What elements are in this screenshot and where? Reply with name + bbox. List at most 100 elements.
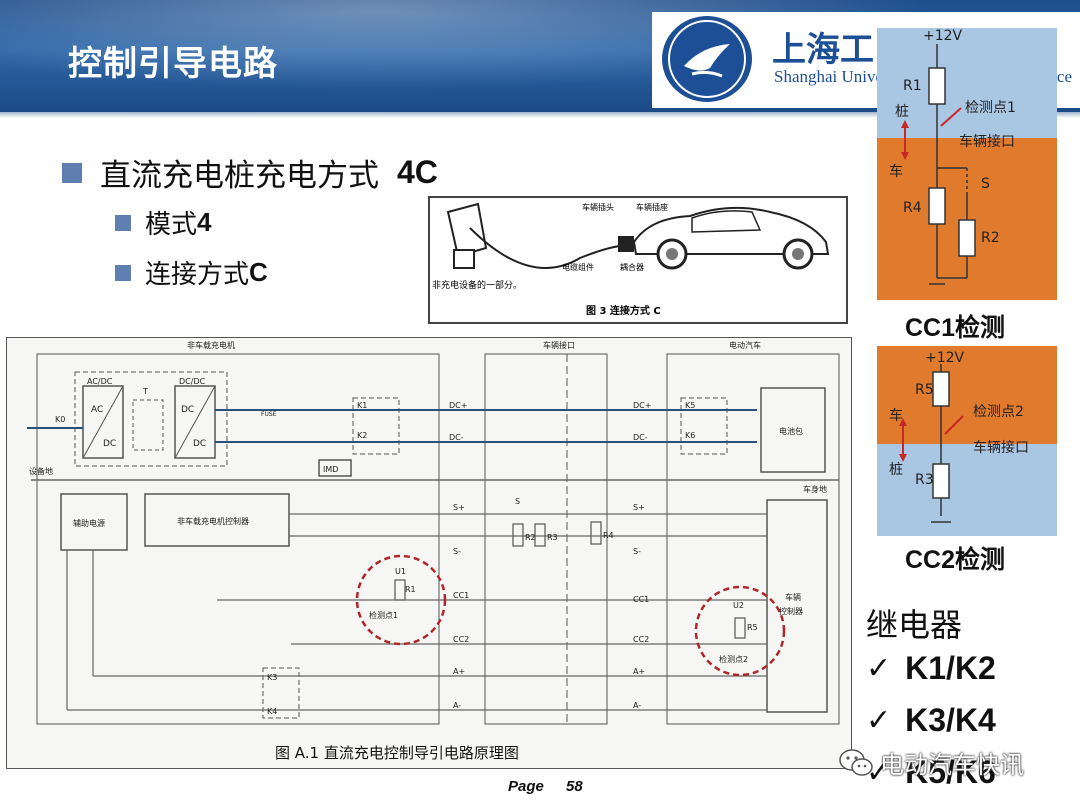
cc1-r4-shape — [928, 187, 946, 225]
label-transformer: T — [142, 387, 148, 396]
relay-item-k3k4: ✓ K3/K4 — [866, 702, 996, 739]
label-charger-section: 非车载充电机 — [187, 340, 235, 350]
label-cc2-left: CC2 — [453, 635, 469, 644]
label-k6: K6 — [685, 431, 695, 440]
label-acdc-dc: DC — [103, 439, 116, 449]
r5-shape — [734, 617, 746, 639]
bullet-sub-connection: 连接方式 C — [115, 254, 268, 291]
watermark: 电动汽车快讯 — [838, 745, 1024, 780]
university-emblem — [662, 16, 752, 102]
cable-shape — [469, 227, 621, 269]
charger-plug-shape — [446, 202, 488, 258]
bullet-main-code: 4C — [397, 154, 438, 190]
cc1-pile-region — [877, 28, 1057, 138]
cc1-detect-arrow — [940, 107, 962, 127]
connection-c-drawing: 车辆插头 车辆插座 电缆组件 耦合器 非充电设备的一部分。 图 3 连接方式 C — [432, 202, 830, 317]
transformer-box — [132, 399, 164, 451]
cc1-s: S — [981, 176, 990, 192]
label-s-plus-right: S+ — [633, 503, 645, 512]
cc1-r2-shape — [958, 219, 976, 257]
imd-box — [318, 459, 352, 477]
relay-item-label: K3/K4 — [905, 702, 996, 738]
label-s-plus-left: S+ — [453, 503, 465, 512]
label-aux-power: 辅助电源 — [73, 518, 105, 528]
label-k4: K4 — [267, 707, 277, 716]
cc2-detection-diagram: +12V R5 R3 车 桩 检测点2 车辆接口 — [877, 346, 1057, 536]
cc1-r2: R2 — [981, 230, 1000, 246]
label-r2: R2 — [525, 533, 536, 542]
cc2-voltage: +12V — [925, 350, 965, 366]
cc2-car: 车 — [889, 407, 903, 424]
cc1-detection-diagram: +12V R1 R4 R2 S 桩 车 检测点1 车辆接口 — [877, 28, 1057, 300]
label-detect1: 检测点1 — [369, 610, 398, 620]
page-number-value: 58 — [566, 778, 583, 795]
logo-english-tail: ce — [1056, 67, 1072, 86]
cc1-r1-shape — [928, 67, 946, 105]
aux-power-box — [60, 493, 128, 551]
relay-heading: 继电器 — [866, 606, 963, 644]
crane-emblem-icon — [668, 20, 746, 98]
dcdc-diagonal — [174, 385, 216, 459]
cc1-interface: 车辆接口 — [959, 133, 1015, 150]
cc2-r3: R3 — [915, 472, 934, 488]
acdc-box — [82, 385, 124, 459]
charger-section-box — [36, 353, 440, 725]
label-a-plus-right: A+ — [633, 667, 645, 676]
label-a-minus-right: A- — [633, 701, 641, 710]
bullet-main: 直流充电桩充电方式 4C — [62, 150, 438, 195]
label-charger-controller: 非车载充电机控制器 — [177, 516, 249, 526]
r3-shape — [534, 523, 546, 547]
k5k6-dashed — [680, 397, 728, 455]
cc2-r3-shape — [932, 463, 950, 499]
bullet-sub1-code: 4 — [197, 207, 212, 237]
label-imd: IMD — [323, 465, 338, 474]
label-dc-minus-right: DC- — [633, 433, 648, 442]
figure-caption: 图 3 连接方式 C — [586, 304, 661, 317]
cc1-caption: CC1检测 — [905, 314, 1006, 342]
label-cable: 电缆组件 — [562, 262, 594, 272]
cc2-vehicle-region — [877, 346, 1057, 444]
cc1-detect: 检测点1 — [965, 100, 1016, 116]
check-icon: ✓ — [866, 651, 892, 686]
bullet-square-icon — [115, 264, 131, 281]
cc2-pile: 桩 — [889, 461, 903, 478]
coupler-shape — [618, 236, 634, 252]
schematic-drawing: 非车载充电机 车辆接口 电动汽车 AC/DC AC DC T DC/DC DC … — [27, 340, 840, 762]
label-r3: R3 — [547, 533, 558, 542]
label-vehicle-section: 电动汽车 — [729, 340, 761, 350]
cc1-r4: R4 — [903, 200, 922, 216]
cc1-voltage: +12V — [923, 28, 963, 44]
page-number: Page 58 — [508, 778, 583, 795]
label-k3: K3 — [267, 673, 277, 682]
cc2-detect-arrow — [944, 415, 964, 435]
bullet-sub2-text: 连接方式 — [145, 260, 250, 290]
front-hub-shape — [666, 248, 678, 260]
label-s-switch: S — [515, 497, 520, 506]
label-vehicle-controller-2: 控制器 — [779, 606, 803, 616]
label-a-minus-left: A- — [453, 701, 461, 710]
label-vehicle-controller-1: 车辆 — [785, 592, 801, 602]
relay-item-k1k2: ✓ K1/K2 — [866, 650, 996, 687]
label-cc2-right: CC2 — [633, 635, 649, 644]
bullet-sub2-code: C — [249, 257, 268, 287]
power-module-dashed — [74, 371, 228, 467]
battery-box — [760, 387, 826, 473]
logo-chinese-name: 上海工 — [772, 30, 874, 70]
label-dc-minus-left: DC- — [449, 433, 464, 442]
relay-item-k5k6: ✓ K5/K6 — [866, 754, 996, 791]
header-rule — [0, 112, 1080, 118]
label-dcdc-dc2: DC — [193, 439, 206, 449]
bullet-square-icon — [62, 162, 82, 183]
page-label: Page — [508, 778, 544, 795]
label-u2: U2 — [733, 601, 744, 610]
k3k4-dashed — [262, 667, 300, 719]
r1-shape — [394, 579, 406, 601]
cc1-pile: 桩 — [895, 103, 909, 120]
cc2-drawing: +12V R5 R3 车 桩 检测点2 车辆接口 — [877, 346, 1057, 536]
label-u1: U1 — [395, 567, 406, 576]
label-detect2: 检测点2 — [719, 654, 748, 664]
bullet-square-icon — [115, 214, 131, 231]
label-r5: R5 — [747, 623, 758, 632]
label-acdc: AC/DC — [87, 377, 113, 386]
bullet-sub-mode: 模式 4 — [115, 204, 211, 241]
